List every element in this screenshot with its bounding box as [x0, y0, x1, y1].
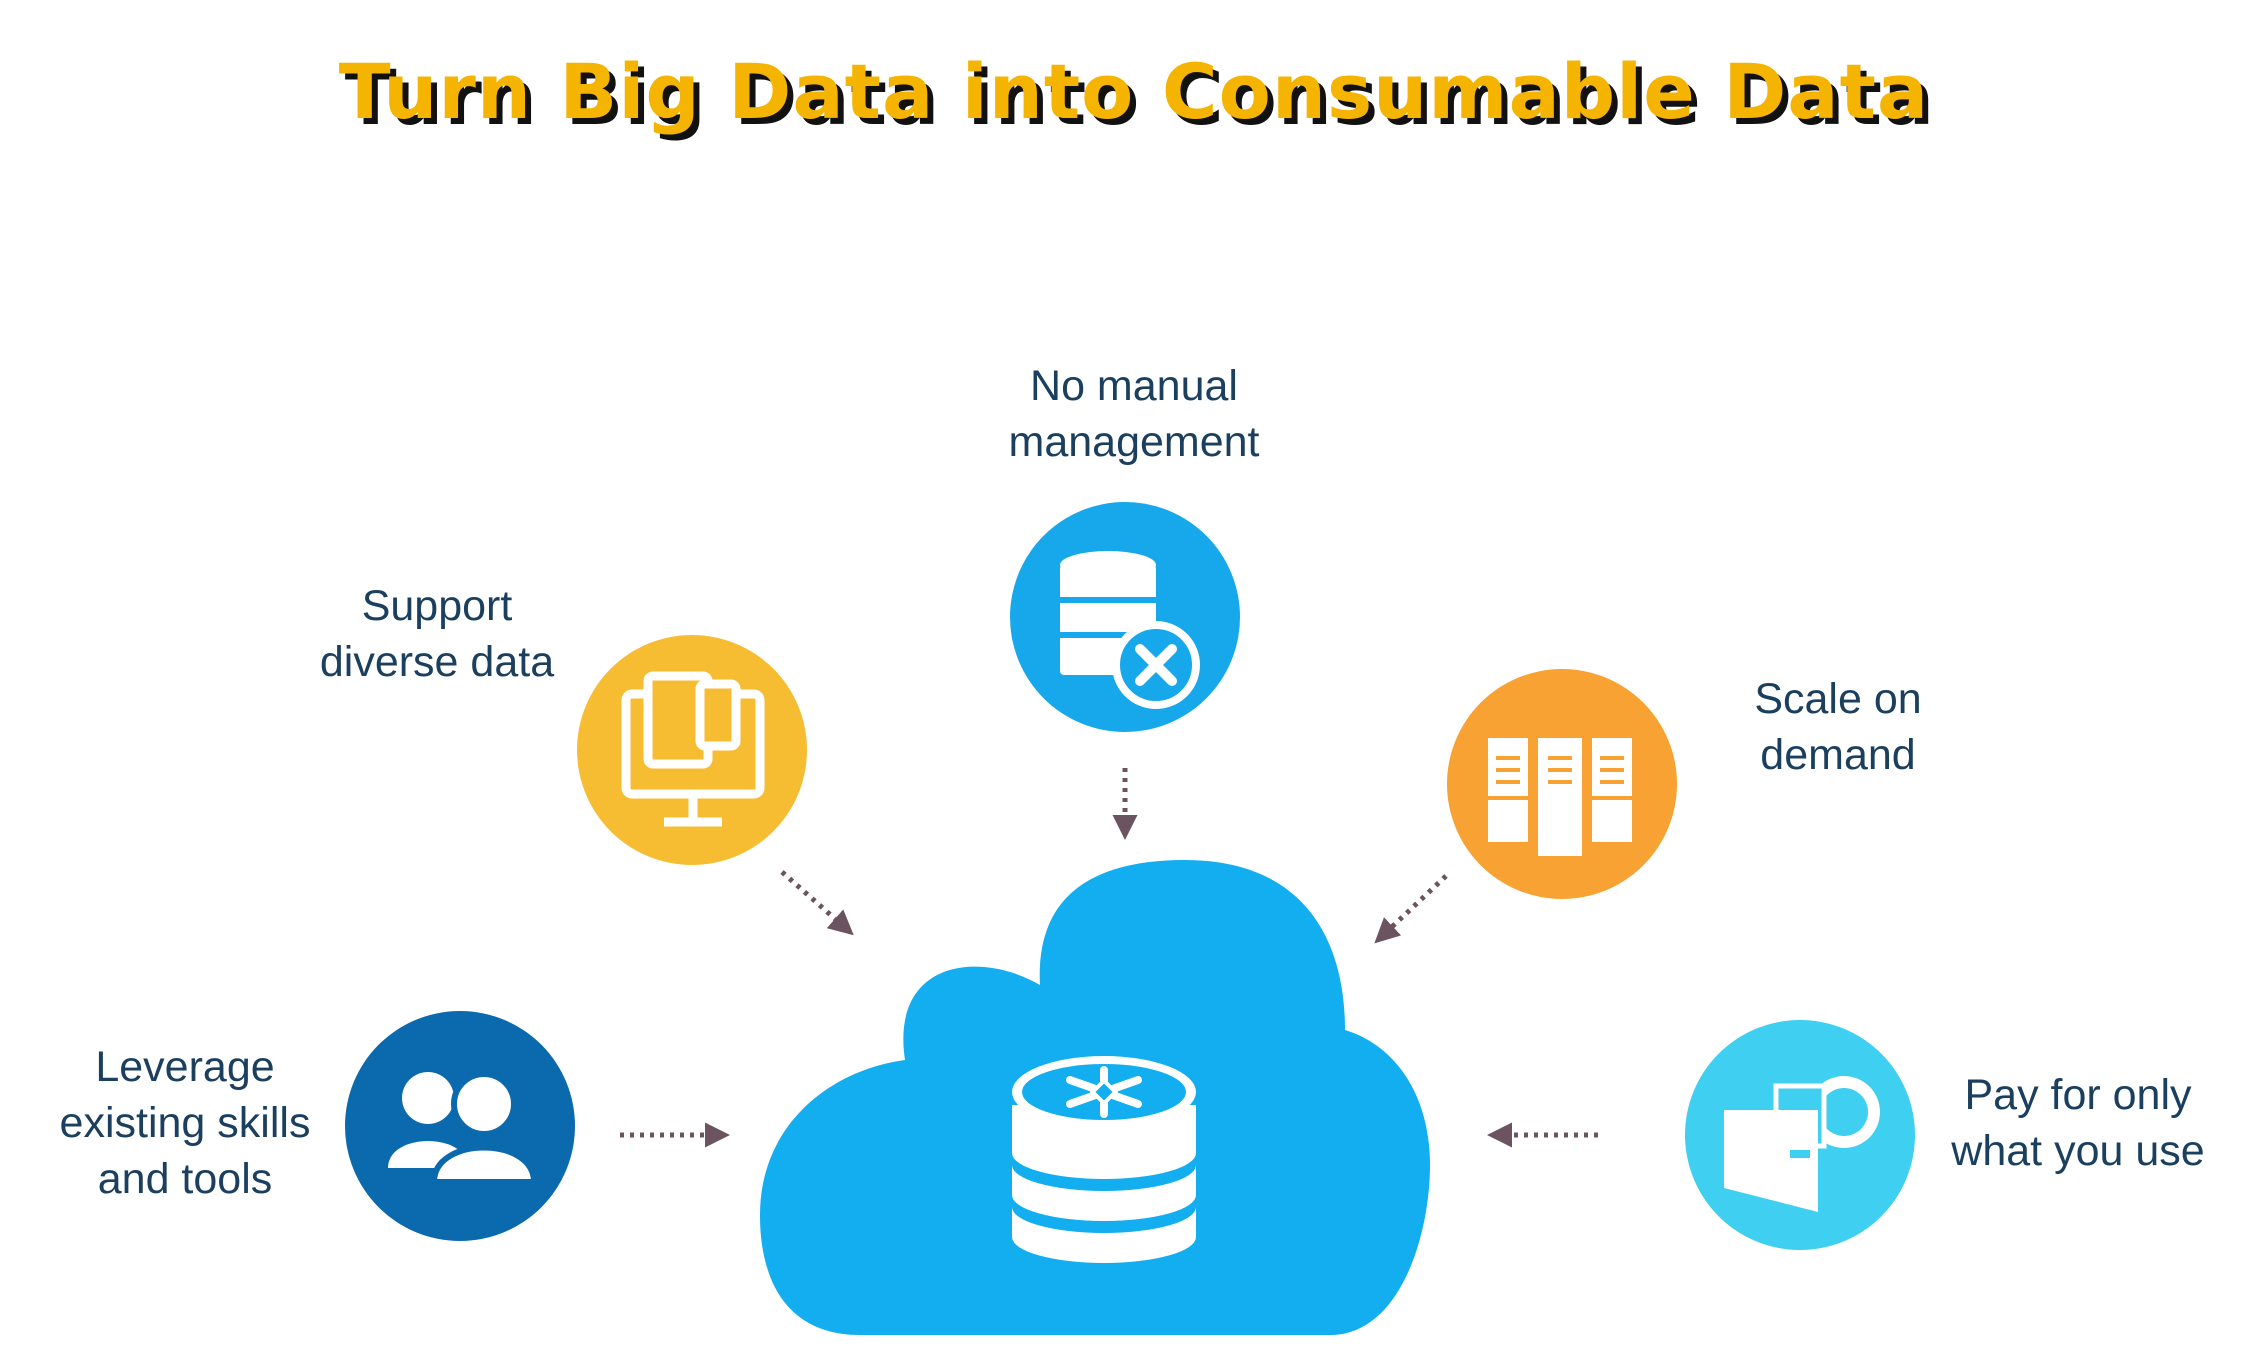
- leverage-label-line1: Leverage: [95, 1043, 274, 1091]
- no-manual-label-line1: No manual: [1030, 362, 1238, 410]
- page-title-text: Turn Big Data into Consumable Data: [339, 47, 1929, 136]
- node-no-manual-management: No manual management: [1009, 362, 1260, 840]
- arrow-support: [780, 870, 854, 936]
- central-cloud: [760, 860, 1430, 1335]
- node-pay-for-use: Pay for only what you use: [1487, 1020, 2205, 1250]
- wallet-icon: [1724, 1076, 1880, 1212]
- leverage-label-line2: existing skills: [60, 1099, 311, 1147]
- node-leverage-skills: Leverage existing skills and tools: [60, 1011, 730, 1241]
- page-title-shadow: Turn Big Data into Consumable Data: [345, 53, 1935, 142]
- page-title: Turn Big Data into Consumable Data Turn …: [339, 47, 1935, 142]
- arrow-scale: [1374, 874, 1448, 944]
- leverage-label-line3: and tools: [98, 1155, 273, 1203]
- snowflake-database-icon: [1012, 1056, 1196, 1263]
- node-support-diverse-data: Support diverse data: [320, 582, 854, 936]
- scale-label-line1: Scale on: [1754, 675, 1921, 723]
- pay-label-line1: Pay for only: [1964, 1071, 2192, 1119]
- node-scale-on-demand: Scale on demand: [1374, 669, 1922, 944]
- support-label-line2: diverse data: [320, 638, 554, 686]
- server-racks-icon: [1488, 738, 1632, 856]
- pay-label-line2: what you use: [1950, 1127, 2204, 1175]
- scale-label-line2: demand: [1760, 731, 1915, 779]
- database-remove-icon: [1060, 551, 1200, 709]
- users-icon: [388, 1071, 538, 1185]
- support-label-line1: Support: [362, 582, 513, 630]
- no-manual-label-line2: management: [1009, 418, 1260, 466]
- devices-icon: [621, 671, 765, 827]
